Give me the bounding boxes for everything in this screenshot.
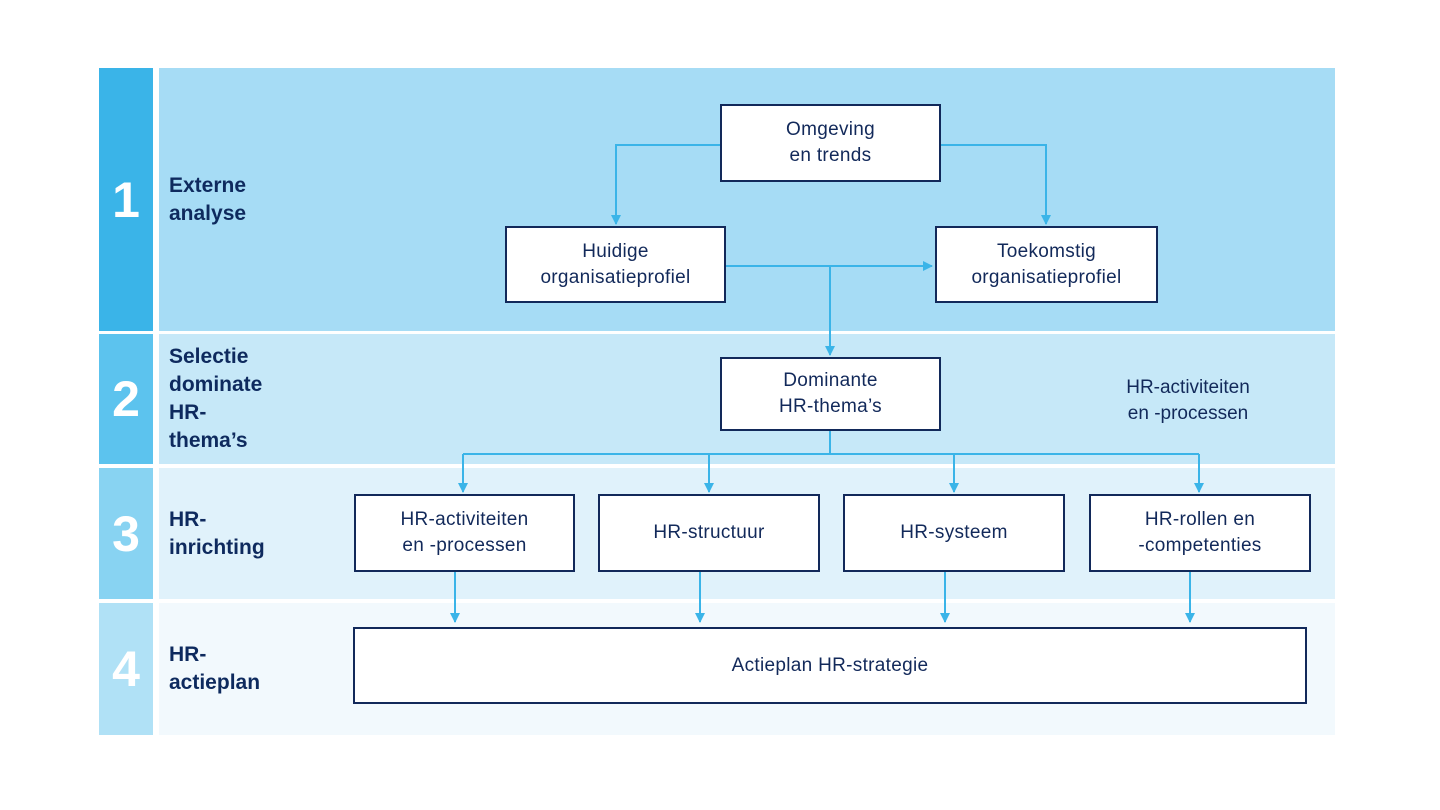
box-hr-activiteiten-text: HR-activiteiten en -processen xyxy=(400,509,529,556)
box-hr-structuur: HR-structuur xyxy=(598,494,820,572)
box-hr-activiteiten: HR-activiteiten en -processen xyxy=(354,494,575,572)
box-hr-rollen: HR-rollen en -competenties xyxy=(1089,494,1311,572)
box-dominante-text: Dominante HR-thema’s xyxy=(779,370,882,417)
stage-number-1-text: 1 xyxy=(112,171,140,228)
stage-number-2-text: 2 xyxy=(112,371,140,427)
box-omgeving-text: Omgeving en trends xyxy=(786,119,875,166)
box-hr-systeem: HR-systeem xyxy=(843,494,1065,572)
stage-label-4-text: HR-actieplan xyxy=(169,643,261,694)
stage-label-1: Externe analyse xyxy=(169,68,246,331)
stage-label-1-text: Externe analyse xyxy=(169,173,247,225)
box-toekomstig-organisatieprofiel: Toekomstig organisatieprofiel xyxy=(935,226,1158,303)
stage-number-4: 4 xyxy=(99,603,153,735)
stage-number-3-text: 3 xyxy=(112,505,140,562)
stage-label-3: HR-inrichting xyxy=(169,468,265,599)
arrow-omgeving-to-toekomstig xyxy=(940,144,1051,225)
box-huidige-organisatieprofiel: Huidige organisatieprofiel xyxy=(505,226,726,303)
stage-label-4: HR-actieplan xyxy=(169,603,260,735)
stage-label-2: Selectie dominate HR-thema’s xyxy=(169,334,262,464)
box-huidige-text: Huidige organisatieprofiel xyxy=(540,240,691,288)
arrow-omgeving-to-huidige xyxy=(611,144,721,225)
box-hr-rollen-text: HR-rollen en -competenties xyxy=(1138,509,1262,556)
box-actieplan-hr-strategie: Actieplan HR-strategie xyxy=(353,627,1307,704)
stage-number-3: 3 xyxy=(99,468,153,599)
stage-label-2-text: Selectie dominate HR-thema’s xyxy=(169,345,263,452)
box-actieplan-text: Actieplan HR-strategie xyxy=(731,654,929,676)
box-omgeving-en-trends: Omgeving en trends xyxy=(720,104,941,182)
stage-label-3-text: HR-inrichting xyxy=(169,507,265,559)
box-dominante-hr-themas: Dominante HR-thema’s xyxy=(720,357,941,431)
box-hr-structuur-text: HR-structuur xyxy=(653,522,765,543)
stage-number-1: 1 xyxy=(99,68,153,331)
stage-number-2: 2 xyxy=(99,334,153,464)
box-hr-systeem-text: HR-systeem xyxy=(900,522,1008,543)
stage-number-4-text: 4 xyxy=(112,641,140,697)
side-note-hr-activiteiten: HR-activiteiten en -processen xyxy=(1126,377,1250,424)
box-toekomstig-text: Toekomstig organisatieprofiel xyxy=(971,240,1122,288)
